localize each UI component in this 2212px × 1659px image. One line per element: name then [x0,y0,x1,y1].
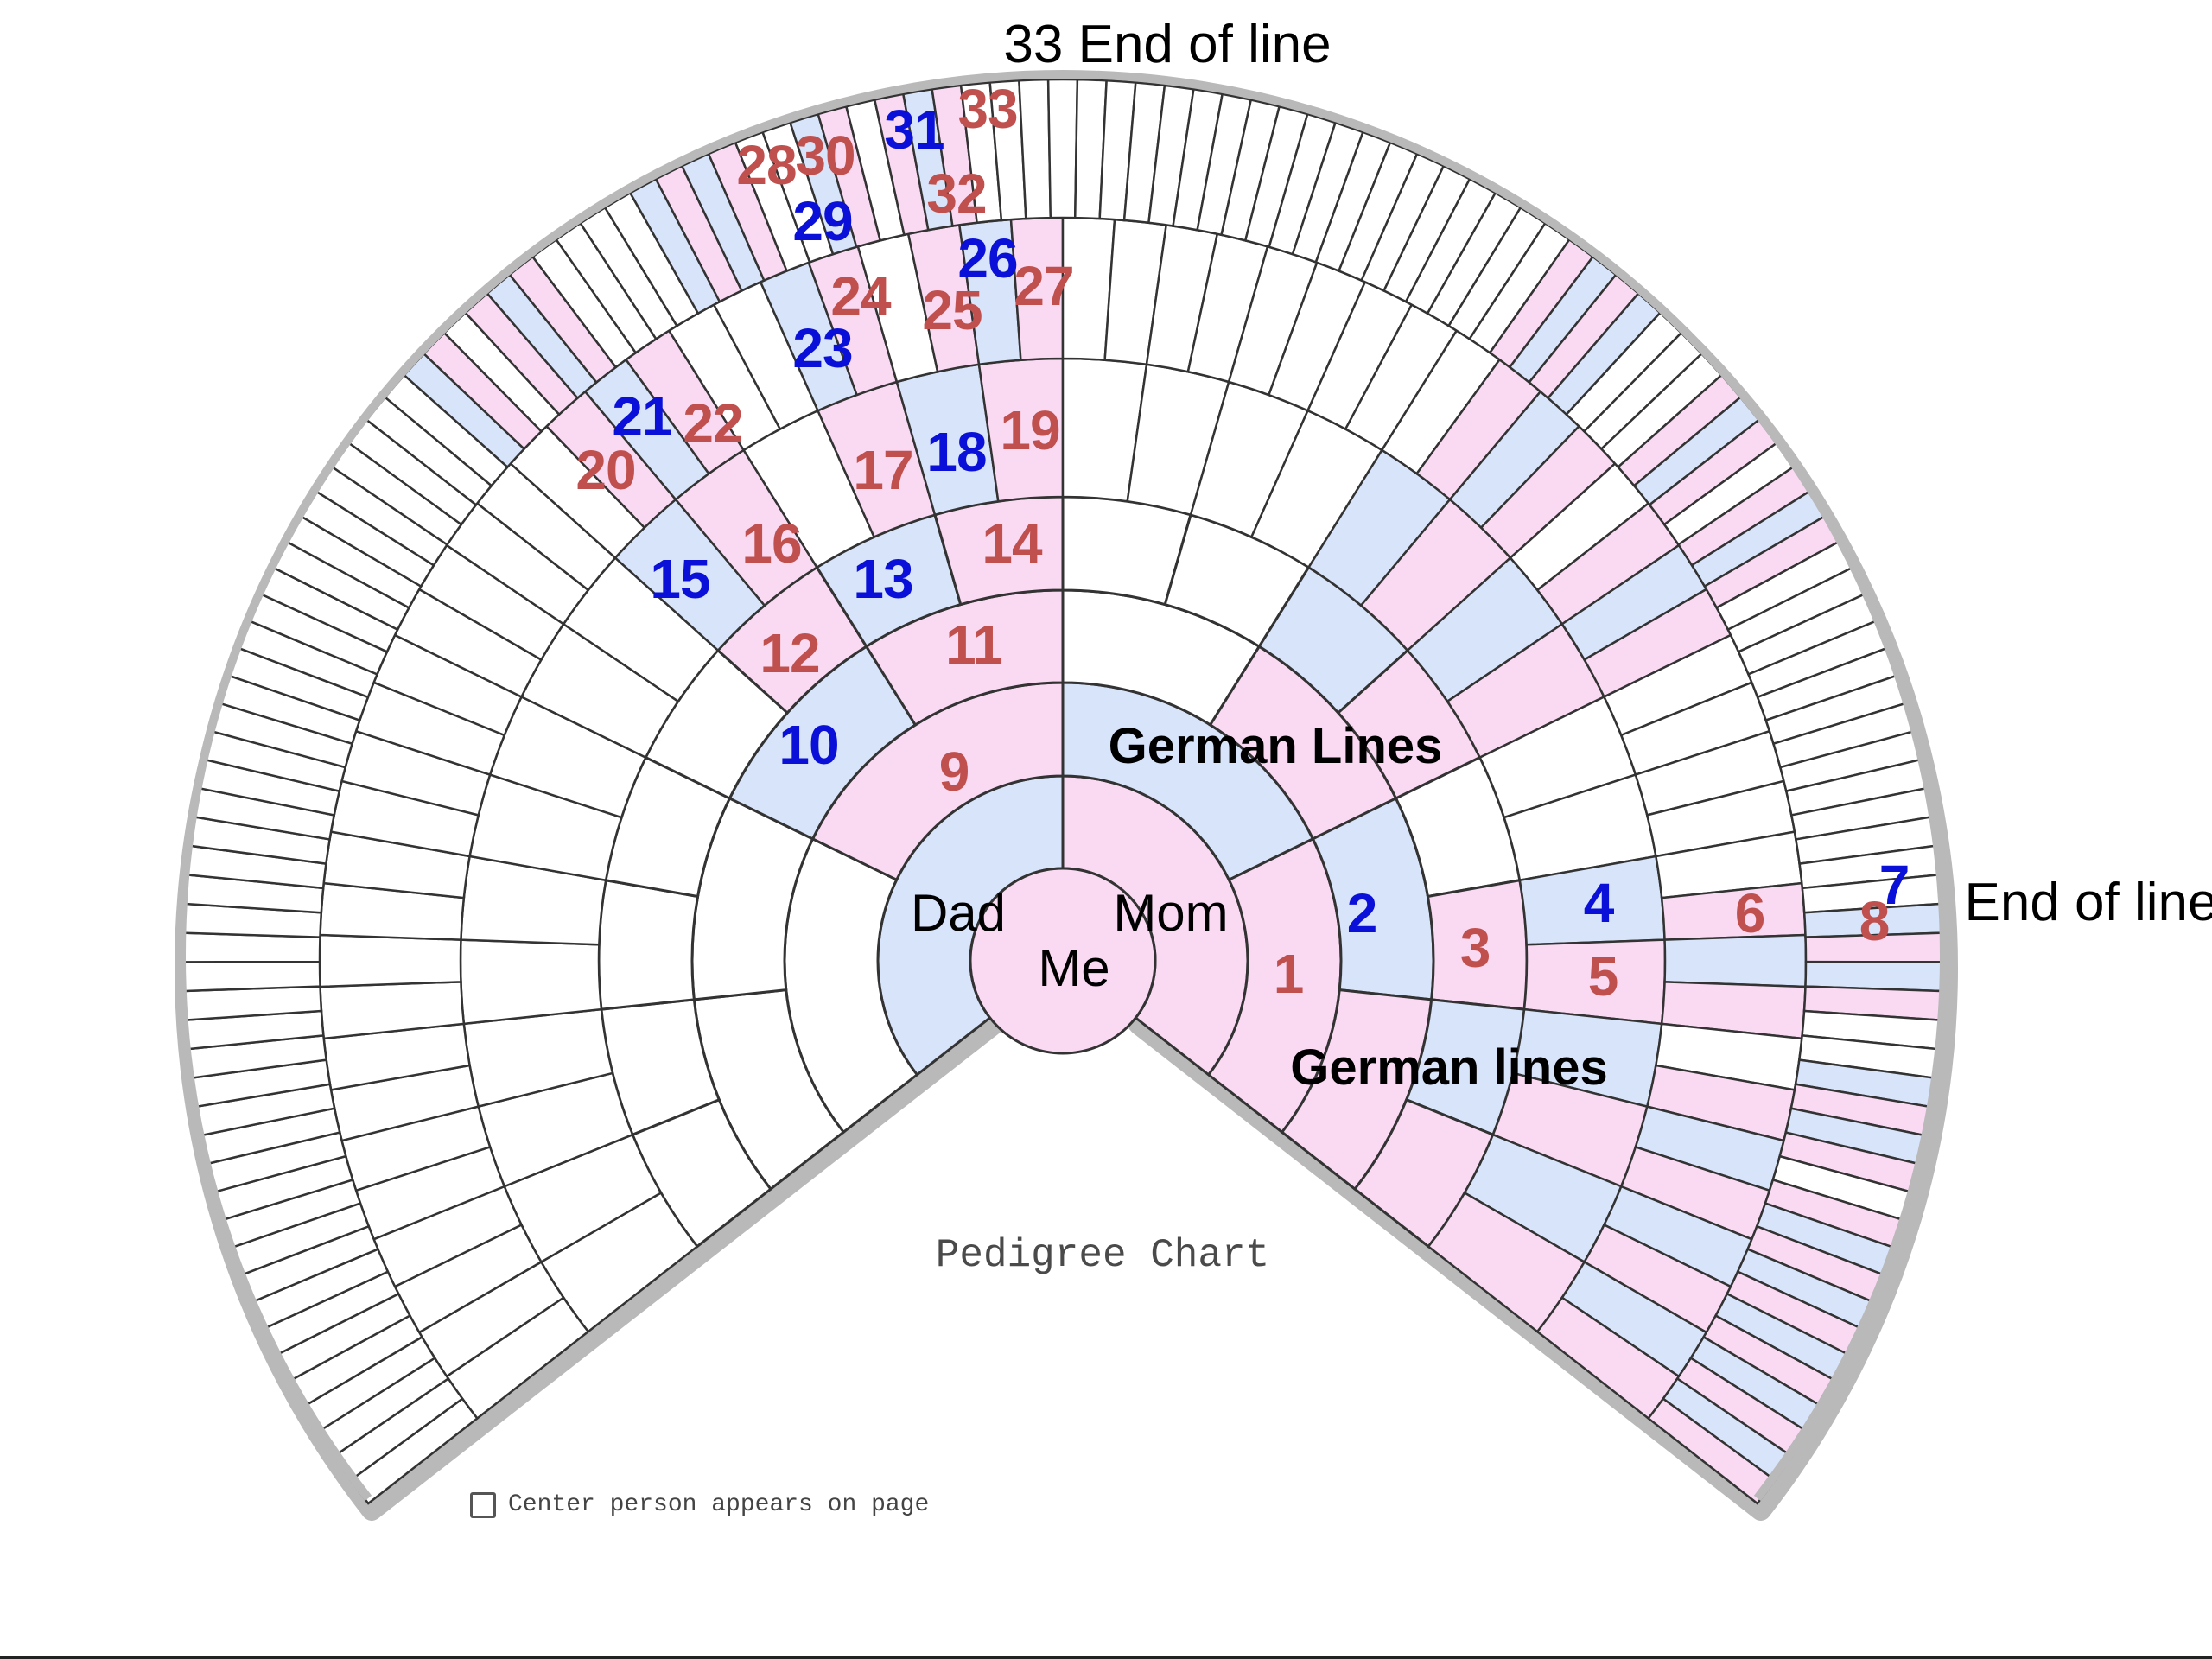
generation-ring-7 [180,78,1946,1505]
ancestor-number-12: 12 [760,622,820,684]
ancestor-number-6: 6 [1734,882,1766,944]
ancestor-number-25: 25 [922,279,982,341]
ancestor-number-28: 28 [736,134,797,196]
ancestor-cell[interactable] [180,960,321,993]
chart-title: Pedigree Chart [935,1233,1270,1278]
ancestor-number-10: 10 [779,714,839,776]
generation-ring-3 [690,588,1435,1192]
ancestor-number-33: 33 [957,78,1018,140]
ancestor-number-26: 26 [957,227,1018,289]
ancestor-cell[interactable] [459,938,603,1026]
ancestor-number-3: 3 [1459,917,1491,979]
mother-label[interactable]: Mom [1113,884,1229,942]
ancestor-number-18: 18 [926,421,987,483]
center-person-cell[interactable] [969,867,1157,1055]
ancestor-number-15: 15 [650,548,710,610]
ancestor-number-2: 2 [1346,882,1378,944]
paternal-group-label: German Lines [1108,718,1443,774]
maternal-group-label: German lines [1290,1039,1608,1096]
ancestor-number-27: 27 [1014,255,1074,317]
ancestor-number-32: 32 [926,162,987,225]
ancestor-number-5: 5 [1587,945,1619,1007]
ancestor-number-19: 19 [1000,399,1060,461]
center-person-checkbox[interactable] [470,1491,496,1518]
ancestor-number-14: 14 [982,512,1042,575]
ancestor-number-30: 30 [795,124,855,187]
ancestor-cell[interactable] [1046,78,1079,219]
father-label[interactable]: Dad [910,884,1007,942]
ancestor-number-8: 8 [1859,890,1891,952]
ancestor-number-24: 24 [830,265,891,327]
ancestor-number-21: 21 [612,385,672,448]
ancestor-number-1: 1 [1273,943,1305,1005]
top-end-of-line-note: 33 End of line [1003,15,1332,74]
right-end-of-line-note: End of line [1964,873,2212,932]
fan-outer-border [177,69,1948,1502]
ancestor-number-16: 16 [741,512,802,575]
ancestor-number-13: 13 [853,548,913,610]
center-person-checkbox-label: Center person appears on page [508,1491,930,1518]
ancestor-cell[interactable] [597,879,700,1011]
ancestor-number-7: 7 [1878,854,1910,916]
ancestor-number-11: 11 [945,613,1003,676]
ancestor-number-9: 9 [938,741,970,803]
ancestor-number-4: 4 [1583,872,1615,934]
center-person-label[interactable]: Me [1038,939,1110,997]
ancestor-number-31: 31 [884,99,944,161]
ancestor-number-23: 23 [792,317,853,379]
ancestor-number-20: 20 [575,439,636,501]
center-person-option[interactable]: Center person appears on page [470,1491,929,1518]
ancestor-number-17: 17 [853,439,913,501]
generation-ring-2 [783,681,1343,1135]
ancestor-number-29: 29 [792,190,853,252]
ancestor-number-22: 22 [683,392,743,454]
ancestor-cell[interactable] [318,933,462,988]
